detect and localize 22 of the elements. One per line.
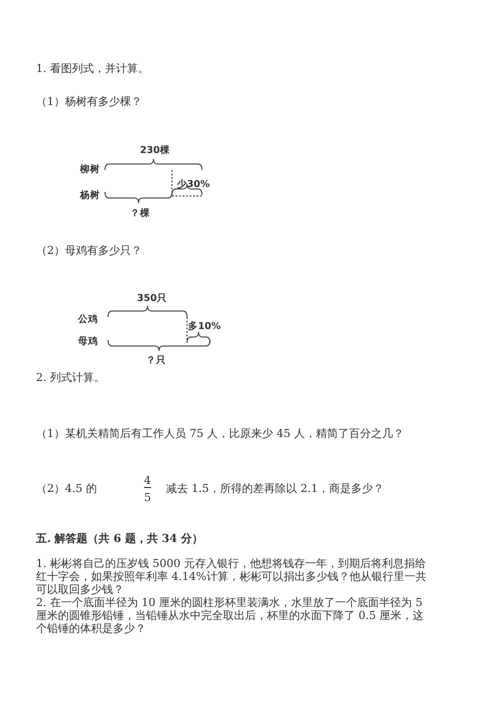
difference-label: 少30% — [177, 178, 210, 191]
quantity-label: ？只 — [146, 354, 166, 367]
row-label: 柳树 — [80, 163, 100, 176]
quantity-label: 230棵 — [140, 144, 170, 157]
fraction-denominator: 5 — [144, 491, 151, 504]
row-label: 杨树 — [80, 189, 100, 202]
quantity-label: ？棵 — [130, 207, 150, 220]
question-text: （2）母鸡有多少只？ — [36, 244, 142, 257]
fraction-numerator: 4 — [144, 475, 151, 488]
question-paragraph: 2. 在一个底面半径为 10 厘米的圆柱形杯里装满水，水里放了一个底面半径为 5 厘米的圆锥形铅锤，当铅锤从水中完全取出后，杯里的水面下降了 0.5 厘米，这个铅锤的体积是多少？ — [36, 596, 424, 635]
question-text: （1）杨树有多少棵？ — [36, 95, 142, 108]
question-paragraph: 1. 彬彬将自己的压岁钱 5000 元存入银行，他想将钱存一年，到期后将利息捐给红十字会，如果按照年利率 4.14%计算，彬彬可以捐出多少钱？他从银行里一共可以取回多少钱？ — [36, 557, 428, 596]
question-heading: 1. 看图列式，并计算。 — [36, 62, 149, 75]
question-heading: 2. 列式计算。 — [36, 371, 105, 384]
question-text: （1）某机关精简后有工作人员 75 人，比原来少 45 人，精简了百分之几？ — [36, 427, 404, 440]
row-label: 母鸡 — [78, 335, 98, 348]
section-heading: 五. 解答题（共 6 题，共 34 分） — [36, 532, 203, 545]
row-label: 公鸡 — [78, 313, 98, 326]
question-text: （2）4.5 的 — [36, 482, 97, 495]
quantity-label: 350只 — [137, 292, 167, 305]
question-text: 减去 1.5，所得的差再除以 2.1，商是多少？ — [166, 482, 384, 495]
difference-label: 多10% — [188, 320, 221, 333]
